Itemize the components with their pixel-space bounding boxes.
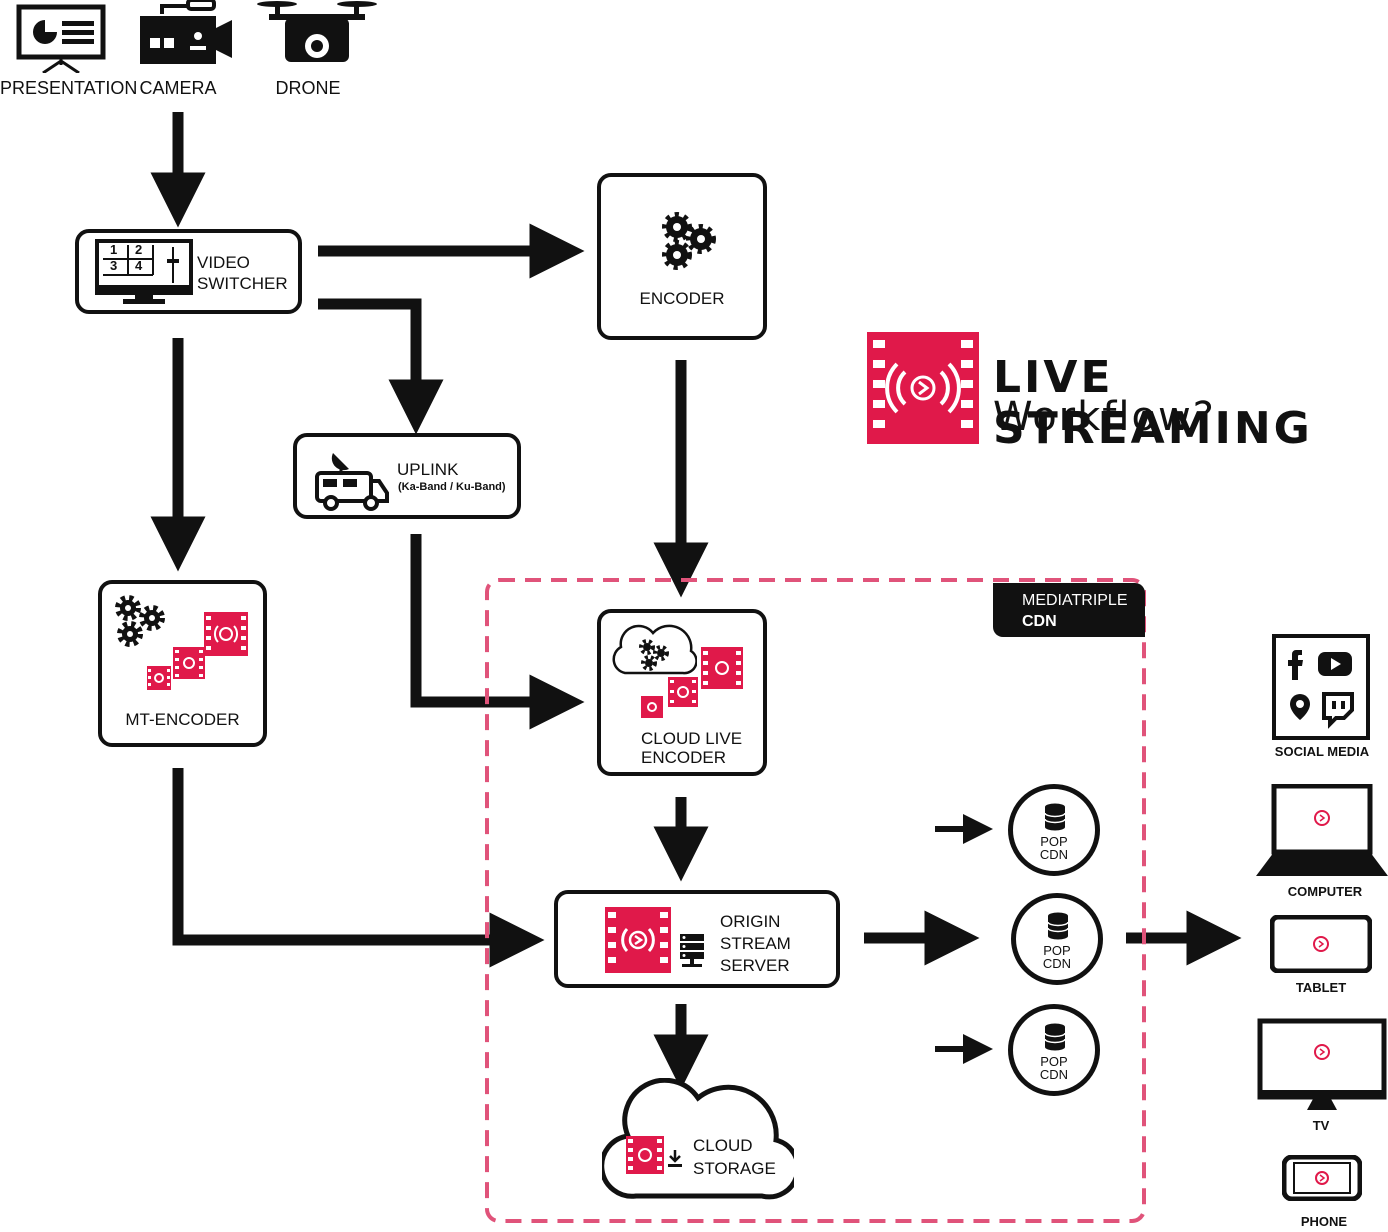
satellite-van-icon: [315, 453, 389, 511]
phone-icon: [1282, 1155, 1362, 1201]
database-icon: [1044, 1023, 1066, 1051]
server-rack-icon: [680, 934, 704, 967]
switcher-cell-4: 4: [135, 258, 143, 273]
presentation-label: PRESENTATION: [0, 78, 138, 98]
pop-cdn-label-2: POP CDN: [1042, 943, 1072, 971]
storage-film-icon: [626, 1136, 664, 1174]
cloud-live-encoder-label: CLOUD LIVE ENCODER: [641, 729, 743, 767]
encoder-label: ENCODER: [639, 289, 725, 308]
switcher-cell-1: 1: [110, 242, 118, 257]
arrow-mtencoder-to-origin: [172, 768, 545, 968]
tablet-icon: [1270, 915, 1372, 973]
social-media-label: SOCIAL MEDIA: [1274, 744, 1370, 759]
arrow-uplink-to-cloud: [410, 534, 585, 730]
mt-encoder-label: MT-ENCODER: [125, 710, 240, 729]
stream-film-icon-small: [147, 666, 171, 690]
video-switcher-node: 1 2 3 4 VIDEO SWITCHER: [75, 229, 302, 314]
drone-label: DRONE: [275, 78, 341, 98]
tablet-label: TABLET: [1295, 980, 1347, 995]
cdn-region: [485, 578, 1146, 1223]
presentation-icon: [16, 4, 106, 73]
mt-encoder-node: MT-ENCODER: [98, 580, 267, 747]
origin-stream-server-node: ORIGIN STREAM SERVER: [554, 890, 840, 988]
mediatriple-cdn-tag: MEDIATRIPLE CDN: [993, 583, 1145, 637]
title-line-2: Workflow?: [993, 394, 1216, 440]
cloud-gears-icon: [612, 624, 697, 675]
database-icon: [1044, 803, 1066, 831]
origin-film-icon: [605, 907, 671, 973]
cloud-encoder-film-icon-medium: [668, 677, 698, 707]
uplink-label: UPLINK: [397, 460, 459, 479]
computer-label: COMPUTER: [1287, 884, 1363, 899]
video-switcher-label: VIDEO SWITCHER: [197, 253, 288, 293]
encoder-node: ENCODER: [597, 173, 767, 340]
switcher-cell-3: 3: [110, 258, 118, 273]
video-switcher-icon: [95, 239, 193, 304]
camera-label: CAMERA: [139, 78, 217, 98]
cloud-encoder-film-icon-large: [701, 647, 743, 689]
stream-film-icon-medium: [173, 647, 205, 679]
film-stream-logo-icon: [867, 332, 979, 444]
switcher-cell-2: 2: [135, 242, 143, 257]
title-line-1: LIVE STREAMING: [993, 352, 1313, 454]
gears-icon: [662, 212, 716, 270]
mt-encoder-gears-icon: [115, 595, 165, 647]
drone-icon: [257, 1, 377, 62]
phone-label: PHONE: [1300, 1214, 1348, 1229]
pop-cdn-node-2: POP CDN: [1011, 893, 1103, 985]
cloud-encoder-film-icon-small: [641, 696, 663, 718]
cdn-tag-line-1: MEDIATRIPLE: [1022, 592, 1128, 609]
cloud-live-encoder-node: CLOUD LIVE ENCODER: [597, 609, 767, 776]
cloud-storage-label: CLOUD STORAGE: [693, 1136, 776, 1178]
camera-icon: [140, 0, 232, 64]
uplink-node: UPLINK (Ka-Band / Ku-Band): [293, 433, 521, 519]
origin-stream-server-label: ORIGIN STREAM SERVER: [720, 912, 791, 975]
uplink-band-label: (Ka-Band / Ku-Band): [398, 481, 506, 493]
tv-label: TV: [1312, 1118, 1330, 1133]
database-icon: [1047, 912, 1069, 940]
laptop-icon: [1256, 784, 1388, 876]
cdn-tag-line-2: CDN: [1022, 613, 1057, 630]
arrow-switcher-to-uplink: [318, 298, 444, 435]
stream-film-icon-large: [204, 612, 248, 656]
pop-cdn-label-1: POP CDN: [1039, 834, 1069, 862]
pop-cdn-node-3: POP CDN: [1008, 1004, 1100, 1096]
social-media-icon: [1272, 634, 1370, 740]
pop-cdn-label-3: POP CDN: [1039, 1054, 1069, 1082]
pop-cdn-node-1: POP CDN: [1008, 784, 1100, 876]
tv-icon: [1257, 1018, 1387, 1110]
download-icon: [668, 1150, 682, 1167]
